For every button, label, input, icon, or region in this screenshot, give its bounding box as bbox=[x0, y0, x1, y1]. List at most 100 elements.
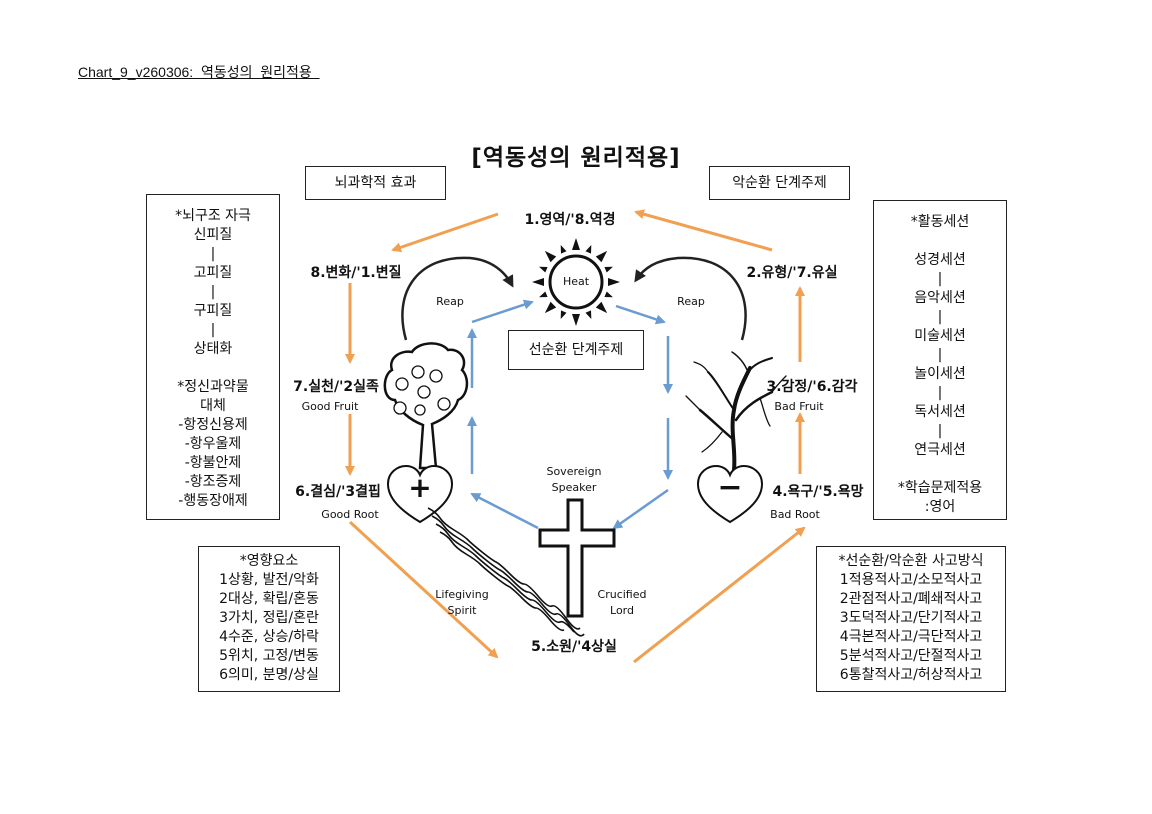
arrow-heat-to-right bbox=[615, 304, 666, 325]
bottom-right-panel-line: 2관점적사고/폐쇄적사고 bbox=[839, 591, 983, 607]
cross-icon bbox=[538, 498, 616, 618]
vicious-cycle-box: 악순환 단계주제 bbox=[709, 166, 850, 200]
right-panel-line: 놀이세션 bbox=[914, 366, 966, 382]
diagram-title: [역동성의 원리적용] bbox=[471, 145, 681, 171]
bottom-right-panel: *선순환/악순환 사고방식 1적용적사고/소모적사고 2관점적사고/폐쇄적사고 3도덕… bbox=[816, 546, 1006, 692]
crucified-label: Crucified bbox=[597, 588, 647, 601]
bad-root-label: Bad Root bbox=[770, 508, 820, 521]
virtuous-cycle-box: 선순환 단계주제 bbox=[508, 330, 644, 370]
good-tree-icon bbox=[383, 342, 469, 470]
bottom-right-panel-line: 4극본적사고/극단적사고 bbox=[839, 629, 983, 645]
bottom-left-panel-line: 5위치, 고정/변동 bbox=[219, 648, 319, 664]
spirit-label: Spirit bbox=[447, 604, 477, 617]
arrow-6-to-5 bbox=[348, 520, 499, 659]
bottom-left-panel-line: 3가치, 정립/혼란 bbox=[219, 610, 319, 626]
right-panel-line: | bbox=[937, 423, 943, 439]
bottom-right-panel-line: 5분석적사고/단절적사고 bbox=[839, 648, 983, 664]
minus-icon: − bbox=[717, 470, 743, 505]
node-3-label: 3.감정/'6.감각 bbox=[766, 379, 858, 395]
good-root-heart-icon bbox=[386, 464, 454, 524]
bottom-left-panel-line: 1상황, 발전/악화 bbox=[219, 572, 319, 588]
bottom-left-panel-line: 2대상, 확립/혼동 bbox=[219, 591, 319, 607]
bottom-left-panel-line: 6의미, 분명/상실 bbox=[219, 667, 319, 683]
lifegiving-label: Lifegiving bbox=[435, 588, 489, 601]
right-panel-line bbox=[874, 232, 1006, 251]
node-4-label: 4.욕구/'5.욕망 bbox=[772, 484, 864, 500]
bottom-left-panel-line: 4수준, 상승/하락 bbox=[219, 629, 319, 645]
left-panel-line: *정신과약물 bbox=[177, 379, 249, 395]
reap-left-label: Reap bbox=[436, 295, 464, 308]
left-panel-line: -항불안제 bbox=[184, 455, 242, 471]
left-panel-line: 고피질 bbox=[193, 265, 233, 281]
left-panel-line: -행동장애제 bbox=[178, 493, 248, 509]
arrow-to-heat bbox=[471, 299, 534, 324]
bottom-left-panel-line: *영향요소 bbox=[239, 553, 299, 569]
left-panel-line: | bbox=[210, 284, 216, 300]
left-panel-line: -항정신용제 bbox=[178, 417, 248, 433]
bottom-right-panel-line: *선순환/악순환 사고방식 bbox=[838, 553, 984, 569]
vicious-cycle-label: 악순환 단계주제 bbox=[732, 175, 827, 191]
node-2-label: 2.유형/'7.유실 bbox=[746, 265, 838, 281]
node-5-label: 5.소원/'4상실 bbox=[531, 639, 617, 655]
left-panel-line: *뇌구조 자극 bbox=[175, 208, 251, 224]
left-panel-line: | bbox=[210, 322, 216, 338]
left-panel-line: 신피질 bbox=[193, 227, 233, 243]
node-7-label: 7.실천/'2실족 bbox=[293, 379, 379, 395]
left-panel-line: | bbox=[210, 246, 216, 262]
left-panel-line: -항우울제 bbox=[184, 436, 242, 452]
speaker-label: Speaker bbox=[551, 481, 597, 494]
good-fruit-label: Good Fruit bbox=[301, 400, 359, 413]
orange-arrows bbox=[345, 209, 806, 664]
bad-root-heart-icon bbox=[696, 464, 764, 524]
left-panel-line bbox=[147, 359, 279, 378]
right-panel-line: 성경세션 bbox=[914, 252, 966, 268]
arrow-to-cross bbox=[612, 488, 669, 530]
spirit-waves-icon bbox=[427, 507, 585, 637]
plus-icon: + bbox=[408, 471, 432, 504]
good-root-label: Good Root bbox=[321, 508, 379, 521]
left-panel-line: 대체 bbox=[200, 398, 226, 414]
node-1-label: 1.영역/'8.역경 bbox=[524, 212, 616, 228]
right-panel-line: :영어 bbox=[924, 499, 956, 515]
bottom-left-panel: *영향요소 1상황, 발전/악화 2대상, 확립/혼동 3가치, 정립/혼란 4수준, … bbox=[198, 546, 340, 692]
bottom-right-panel-line: 6통찰적사고/허상적사고 bbox=[839, 667, 983, 683]
arrow-5-to-4 bbox=[633, 526, 806, 664]
right-panel-line bbox=[874, 460, 1006, 479]
right-panel-line: 독서세션 bbox=[914, 404, 966, 420]
right-panel-line: | bbox=[937, 309, 943, 325]
bottom-right-panel-line: 3도덕적사고/단기적사고 bbox=[839, 610, 983, 626]
blue-arrows bbox=[467, 299, 673, 530]
right-panel-line: | bbox=[937, 271, 943, 287]
lord-label: Lord bbox=[610, 604, 634, 617]
brain-effect-box: 뇌과학적 효과 bbox=[305, 166, 446, 200]
left-panel-line: 상태화 bbox=[193, 341, 233, 357]
arrow-cross-to-left bbox=[470, 492, 539, 530]
left-panel-line: 구피질 bbox=[193, 303, 233, 319]
node-8-label: 8.변화/'1.변질 bbox=[310, 265, 402, 281]
right-panel-line: 연극세션 bbox=[914, 442, 966, 458]
heat-label: Heat bbox=[562, 275, 590, 288]
sovereign-label: Sovereign bbox=[546, 465, 602, 478]
sun-icon bbox=[532, 238, 620, 326]
virtuous-cycle-label: 선순환 단계주제 bbox=[528, 342, 624, 358]
reap-curve-left bbox=[401, 256, 514, 341]
brain-effect-label: 뇌과학적 효과 bbox=[334, 175, 417, 191]
right-panel-line: | bbox=[937, 385, 943, 401]
bottom-right-panel-line: 1적용적사고/소모적사고 bbox=[839, 572, 983, 588]
reap-right-label: Reap bbox=[677, 295, 705, 308]
node-6-label: 6.결심/'3결핍 bbox=[295, 484, 381, 500]
bad-tree-icon bbox=[685, 351, 787, 472]
bad-fruit-label: Bad Fruit bbox=[774, 400, 824, 413]
right-panel-line: *활동세션 bbox=[910, 214, 970, 230]
left-panel-line: -항조증제 bbox=[184, 474, 242, 490]
reap-curve-right bbox=[634, 256, 747, 341]
right-panel-line: 음악세션 bbox=[914, 290, 966, 306]
page-header: Chart_9_v260306: 역동성의 원리적용 bbox=[78, 64, 320, 80]
right-panel-line: *학습문제적용 bbox=[897, 480, 983, 496]
arrow-1-to-8 bbox=[391, 212, 499, 253]
right-panel-line: | bbox=[937, 347, 943, 363]
right-panel-line: 미술세션 bbox=[914, 328, 966, 344]
